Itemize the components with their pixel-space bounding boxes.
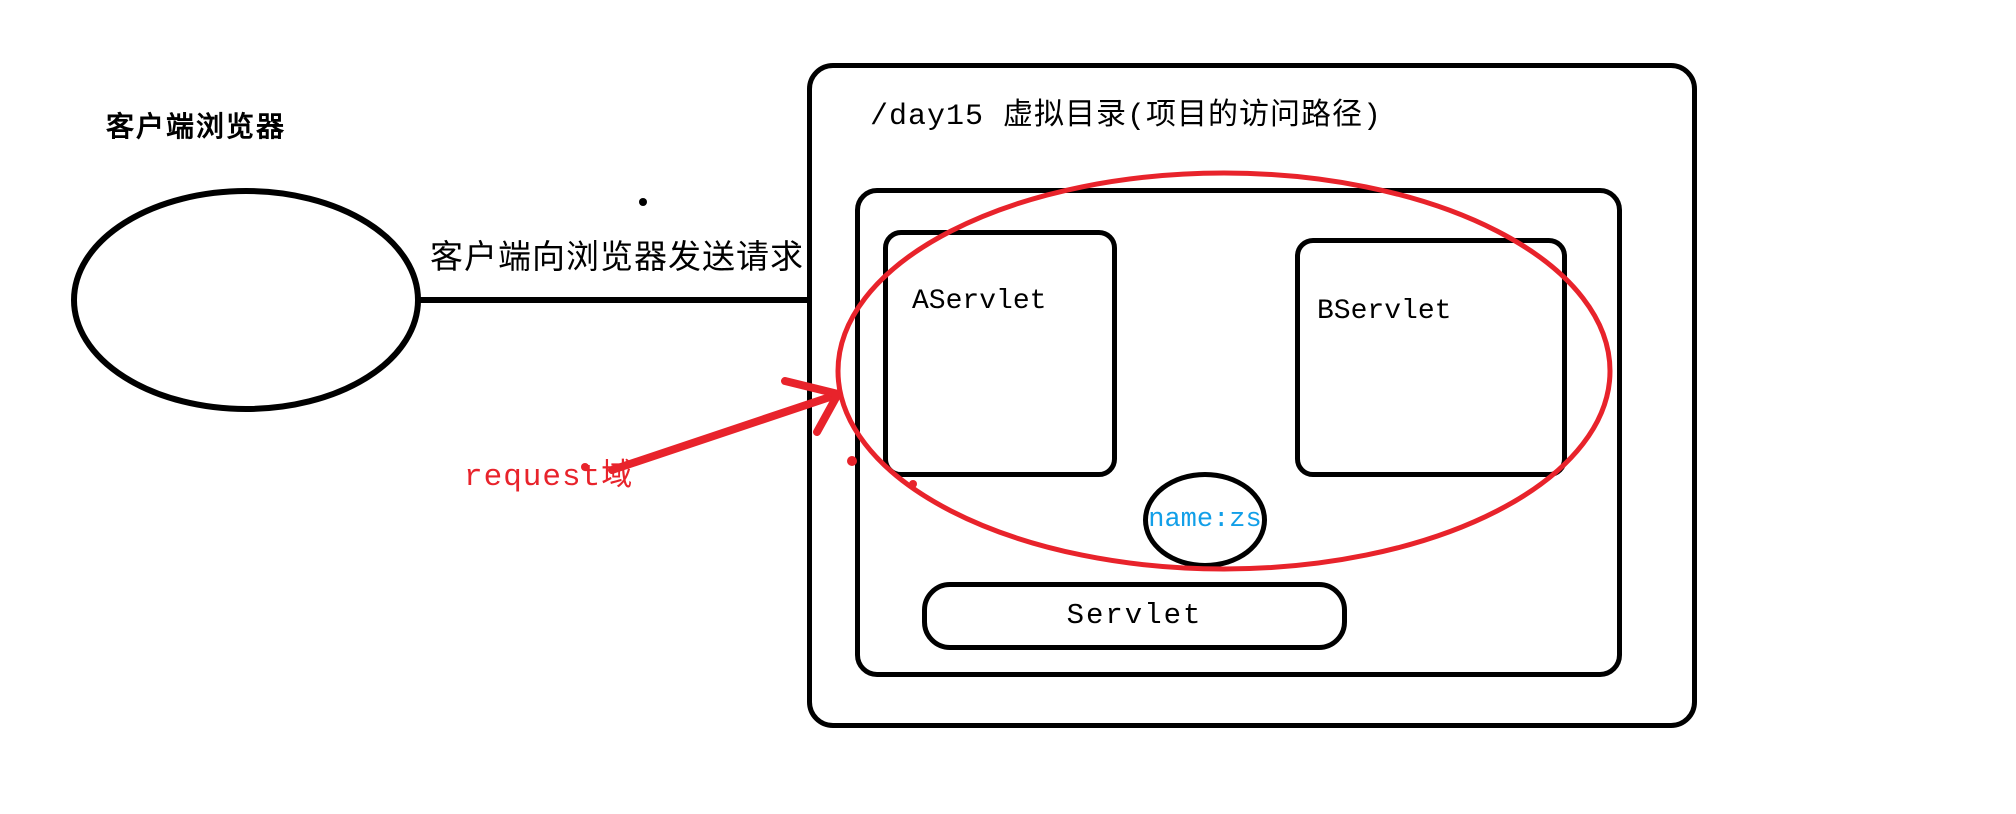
request-attribute-label: name:zs <box>1148 505 1262 535</box>
request-line-label: 客户端向浏览器发送请求 <box>430 240 804 276</box>
servlet-base-bar <box>922 582 1347 650</box>
client-browser-label: 客户端浏览器 <box>106 112 287 143</box>
aservlet-box <box>883 230 1117 477</box>
servlet-base-label: Servlet <box>1066 599 1203 633</box>
request-attribute-ellipse: name:zs <box>1143 472 1267 568</box>
aservlet-label: AServlet <box>912 286 1047 317</box>
virtual-directory-title: /day15 虚拟目录(项目的访问路径) <box>870 100 1383 134</box>
bservlet-box <box>1295 238 1567 477</box>
bservlet-label: BServlet <box>1317 296 1452 327</box>
ink-dot <box>639 198 647 206</box>
client-browser-ellipse <box>71 188 421 412</box>
request-scope-annotation: request域 <box>464 460 634 495</box>
request-scope-arrow-shaft <box>608 392 837 474</box>
